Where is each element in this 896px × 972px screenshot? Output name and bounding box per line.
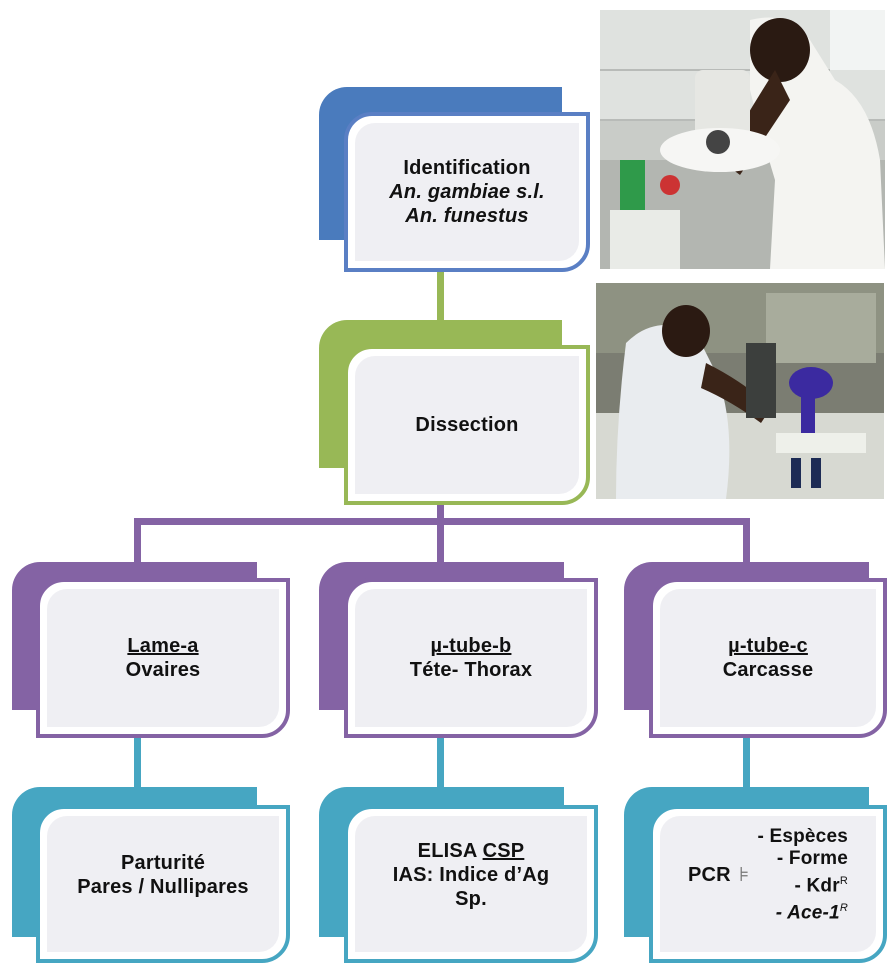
pcr-node [649,805,887,963]
tube-c-title: µ-tube-c [728,635,808,657]
elisa-node [344,805,598,963]
pcr-item-kdr: - KdrR [795,870,848,897]
pcr-label: PCR [688,864,731,886]
pcr-label-wrap: PCR ⊧ - Espèces - Forme - KdrR - Ace-1R [655,805,881,945]
elisa-ias: IAS: Indice d’Ag [392,864,550,886]
microscope-lab-photo [600,10,885,269]
lame-title: Lame-a [127,635,199,657]
pcr-item-kdr-text: - Kdr [794,875,840,896]
elisa-sp: Sp. [455,888,487,910]
dissection-node [344,345,590,505]
connector-middle-bottom [437,733,444,789]
lame-subtitle: Ovaires [125,659,201,681]
identification-title: Identification [403,157,531,179]
tube-c-node [649,578,887,738]
elisa-title-plain: ELISA [417,840,483,862]
parturite-node [36,805,290,963]
connector-left-drop [134,518,141,564]
parturite-label: Parturité Pares / Nullipares [36,805,290,945]
pcr-item-especes: - Espèces [757,825,848,847]
connector-dissection-stem [437,500,444,524]
pcr-list: - Espèces - Forme - KdrR - Ace-1R [757,826,848,925]
lame-node [36,578,290,738]
pcr-item-ace: - Ace-1R [776,897,848,924]
tube-b-subtitle: Téte- Thorax [409,659,533,681]
pcr-item-ace-text: - Ace-1 [775,902,840,924]
tube-c-label: µ-tube-c Carcasse [649,578,887,738]
species-funestus: An. funestus [405,205,529,227]
connector-middle-drop [437,518,444,564]
species-gambiae: An. gambiae s.l. [389,181,545,203]
connector-right-drop [743,518,750,564]
tube-b-label: µ-tube-b Téte- Thorax [344,578,598,738]
pcr-kdr-superscript: R [839,874,848,887]
dissection-label-wrap: Dissection [344,345,590,505]
tube-b-node [344,578,598,738]
parturite-title: Parturité [120,852,206,874]
dissection-label: Dissection [415,414,519,436]
lame-label: Lame-a Ovaires [36,578,290,738]
pcr-ace-superscript: R [839,902,848,914]
connector-identification-dissection [437,268,444,326]
elisa-title-csp: CSP [482,840,525,862]
tube-c-subtitle: Carcasse [722,659,814,681]
pcr-item-forme: - Forme [776,847,848,869]
identification-label: Identification An. gambiae s.l. An. fune… [344,112,590,272]
dissection-lab-photo [596,283,884,499]
elisa-label: ELISA CSP IAS: Indice d’Ag Sp. [344,805,598,945]
bracket-icon: ⊧ [738,864,750,886]
identification-node [344,112,590,272]
tube-b-title: µ-tube-b [430,635,512,657]
elisa-title: ELISA CSP [418,839,525,863]
parturite-subtitle: Pares / Nullipares [77,876,249,898]
connector-left-bottom [134,733,141,789]
connector-right-bottom [743,733,750,789]
pcr-row: PCR ⊧ - Espèces - Forme - KdrR - Ace-1R [688,826,848,925]
